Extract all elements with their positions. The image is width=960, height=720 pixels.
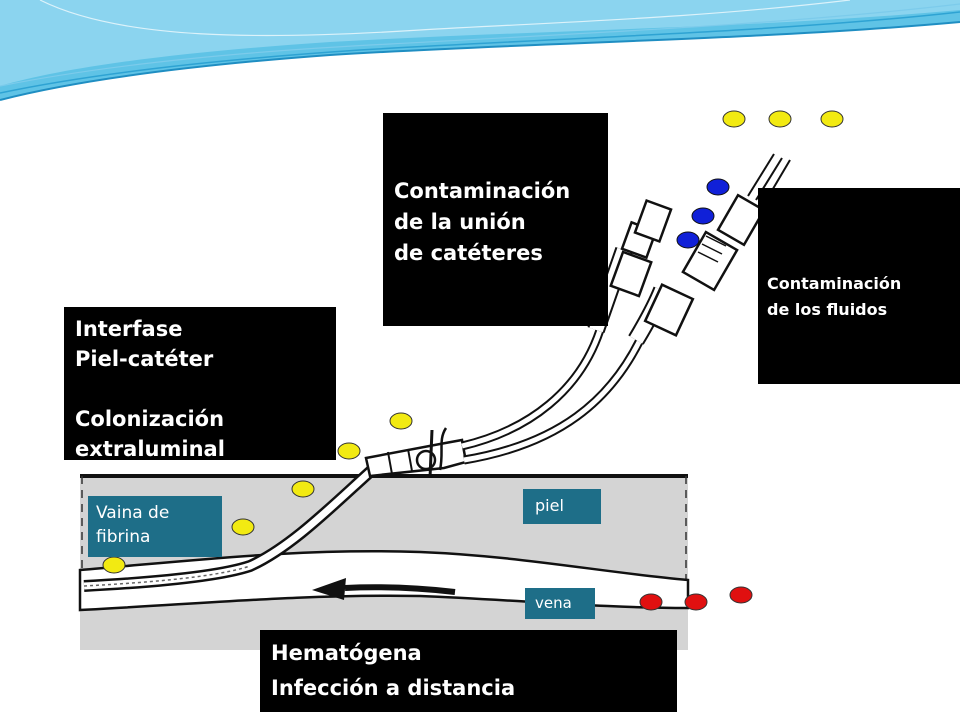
label-line: de los fluidos [767, 300, 888, 319]
label-line: extraluminal [75, 437, 225, 461]
label-skin-catheter-interface: Interfase Piel-catéter Colonización extr… [64, 307, 336, 461]
label-line: Infección a distancia [271, 676, 516, 700]
right-connector [628, 153, 791, 345]
header-wave [0, 0, 960, 101]
external-catheter-lines [460, 328, 645, 465]
label-line: de la unión [394, 210, 526, 234]
label-line: Interfase [75, 317, 183, 341]
label-line: Contaminación [394, 179, 571, 203]
label-skin: piel [523, 489, 601, 524]
label-fluid-contamination: Contaminación de los fluidos [758, 188, 960, 384]
label-line: fibrina [96, 527, 151, 547]
blood-flow-arrow [312, 578, 456, 600]
label-line: Piel-catéter [75, 347, 214, 371]
label-line: de catéteres [394, 241, 543, 265]
catheter-hub [364, 427, 468, 479]
intraluminal-catheter [83, 465, 377, 592]
label-catheter-junction-contamination: Contaminación de la unión de catéteres [383, 113, 608, 326]
blood-bacteria [639, 586, 753, 611]
skin-bacteria [102, 110, 844, 574]
label-fibrin-sheath: Vaina de fibrina [88, 496, 222, 557]
label-line: Hematógena [271, 641, 422, 665]
label-hematogenous-infection: Hematógena Infección a distancia [260, 630, 677, 712]
label-line: Vaina de [96, 503, 170, 523]
label-line: Colonización [75, 407, 225, 431]
label-vein: vena [525, 588, 595, 619]
label-line: Contaminación [767, 274, 902, 293]
fluid-bacteria [676, 178, 730, 249]
